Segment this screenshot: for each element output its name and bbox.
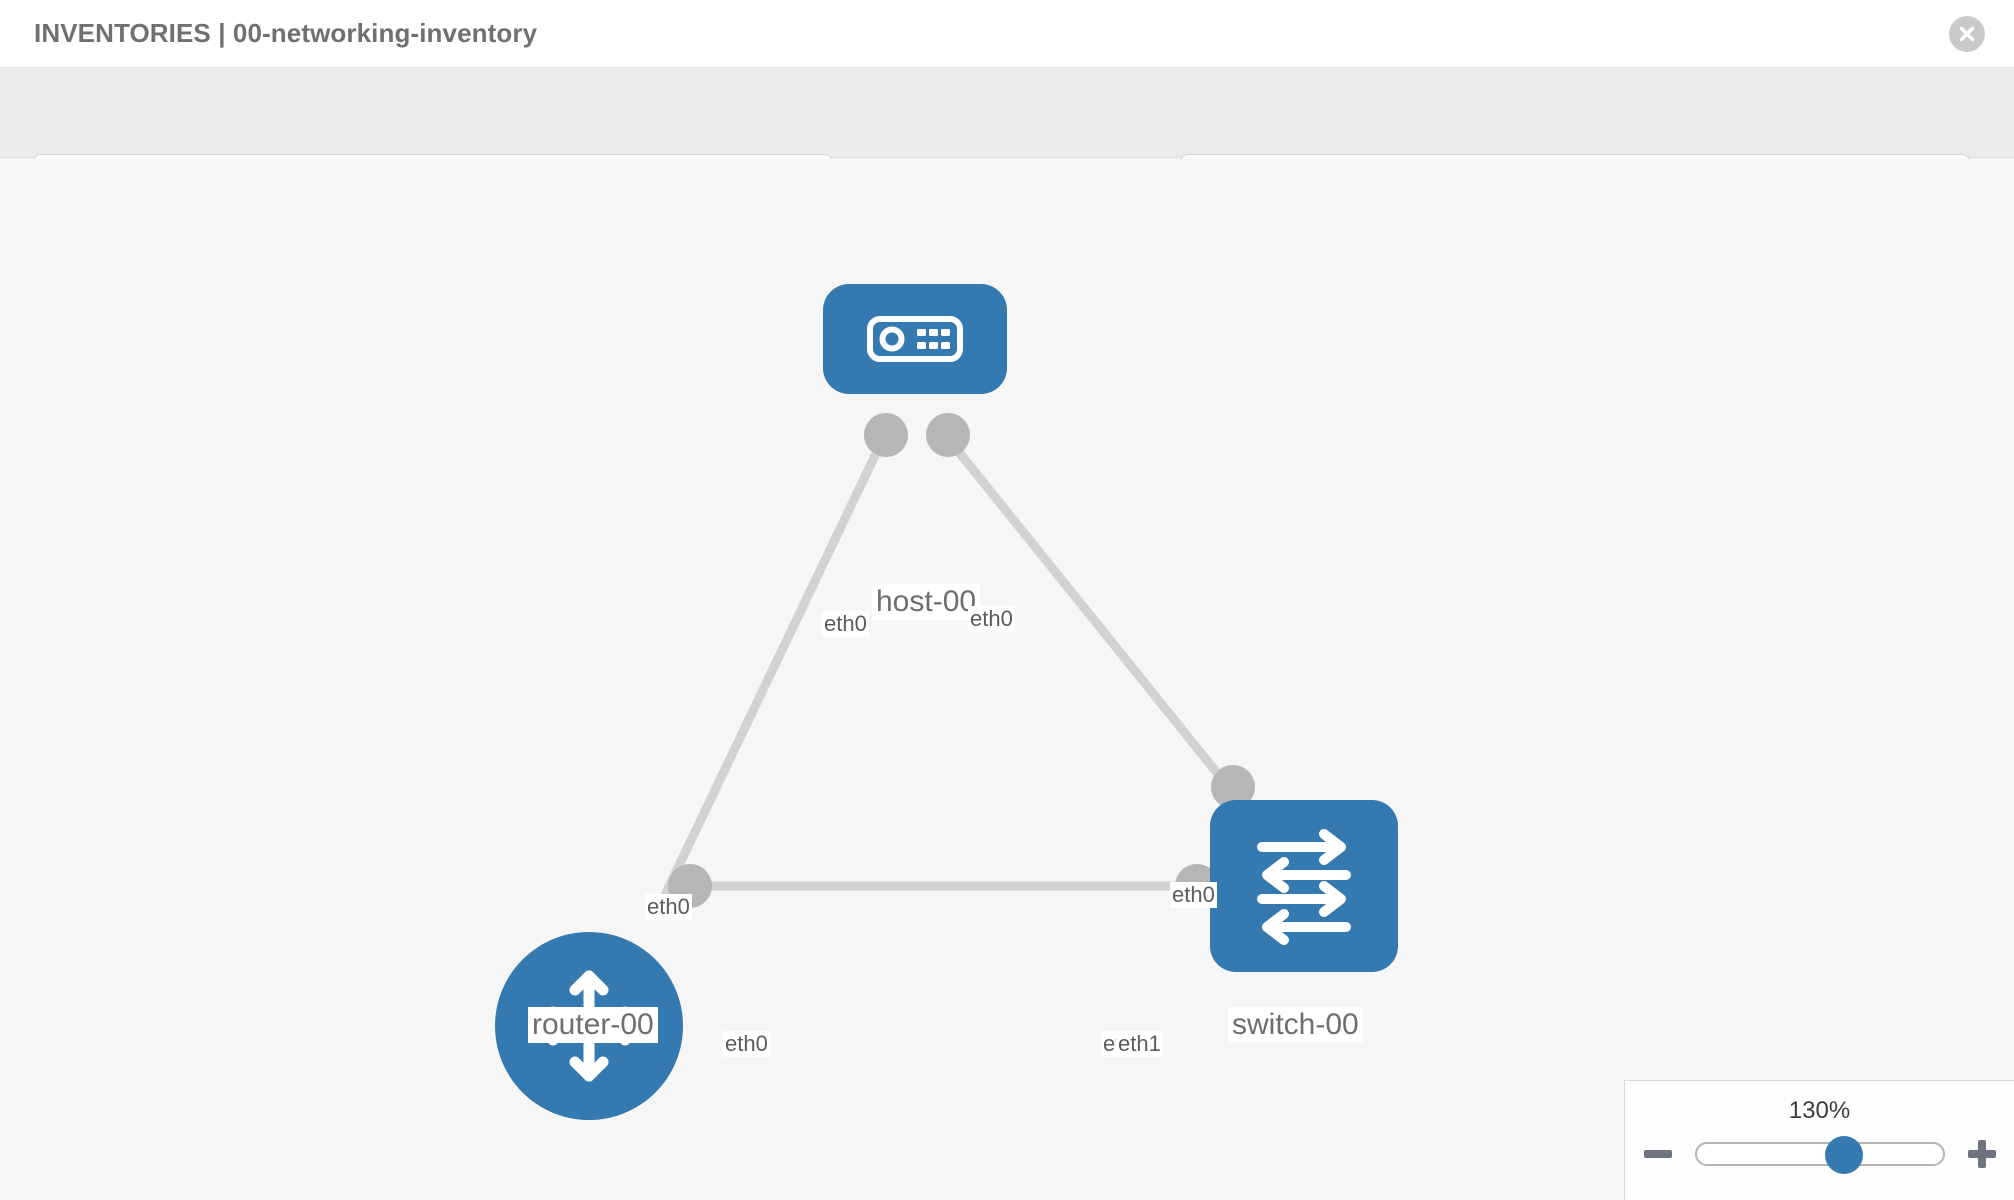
zoom-control[interactable]: 130% [1624, 1080, 2014, 1200]
host-node-shape[interactable] [823, 284, 1007, 394]
zoom-slider-thumb[interactable] [1825, 1136, 1864, 1174]
zoom-out-button[interactable] [1641, 1137, 1675, 1171]
switch-arrows-icon [1257, 829, 1351, 945]
switch-node-shape[interactable] [1210, 800, 1398, 972]
zoom-slider-row [1625, 1136, 2014, 1174]
page-header: INVENTORIES | 00-networking-inventory [0, 0, 2014, 68]
zoom-slider-track[interactable] [1694, 1136, 1945, 1174]
zoom-percent-label: 130% [1788, 1097, 1851, 1124]
page-title: INVENTORIES | 00-networking-inventory [34, 18, 538, 48]
link-host00-switch00[interactable] [946, 438, 1238, 797]
interface-dot-host00-eth0-left[interactable] [864, 413, 908, 457]
node-host-00[interactable] [823, 284, 1007, 394]
topology-links-layer [657, 413, 1255, 908]
interface-label-router00-eth0-uplink: eth0 [645, 894, 692, 920]
node-switch-00[interactable] [1210, 800, 1398, 972]
link-host00-router00[interactable] [657, 439, 887, 903]
interface-dot-host00-eth0-right[interactable] [926, 413, 970, 457]
interface-dot-switch00-eth0[interactable] [1211, 765, 1255, 809]
interface-label-switch00-eth0: eth0 [1170, 882, 1217, 908]
interface-label-host00-eth0-right: eth0 [968, 606, 1015, 632]
toolbar: ACTIONS SEARCH [0, 68, 2014, 210]
close-icon[interactable] [1949, 16, 1985, 52]
zoom-in-button[interactable] [1965, 1137, 1999, 1171]
topology-canvas[interactable]: host-00 router-00 [0, 159, 2014, 1200]
server-appliance-icon [867, 316, 963, 362]
interface-label-host00-eth0-left: eth0 [822, 611, 869, 637]
node-label-switch-00: switch-00 [1228, 1007, 1363, 1043]
node-label-router-00: router-00 [528, 1007, 658, 1043]
node-label-host-00: host-00 [872, 584, 981, 620]
interface-label-switch00-eth1: eth1 [1116, 1031, 1163, 1057]
interface-label-router00-eth0: eth0 [723, 1031, 770, 1057]
